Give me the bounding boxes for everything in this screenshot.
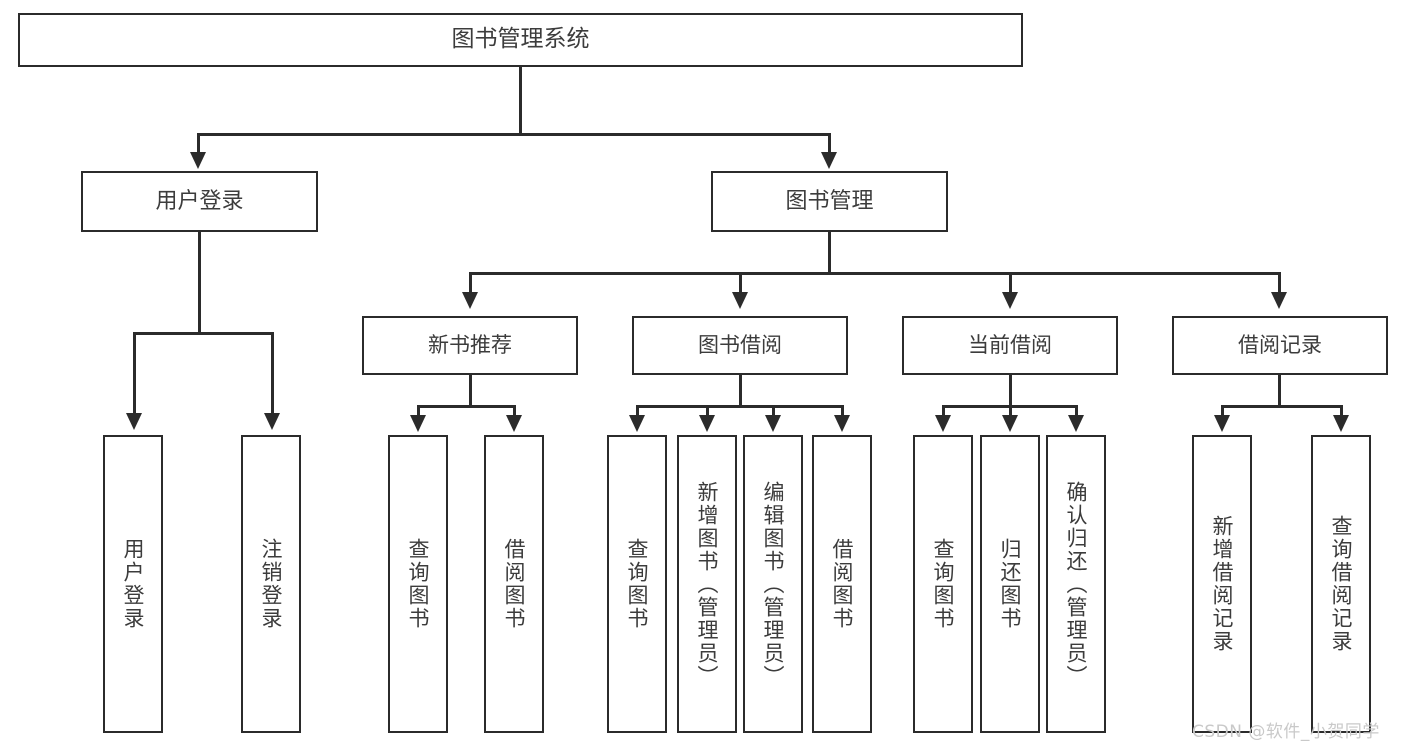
connector-root-stem — [519, 67, 522, 135]
arrow-root-to-user-login — [190, 152, 206, 169]
connector-borrow-record-to-leaf-0 — [1221, 405, 1224, 419]
connector-current-borrow-to-leaf-0 — [942, 405, 945, 419]
node-label: 新书推荐 — [428, 333, 512, 358]
arrow-borrow-record-to-leaf-0 — [1214, 415, 1230, 432]
leaf-label: 归还图书 — [998, 538, 1023, 630]
connector-root-to-user-login — [197, 133, 200, 156]
connector-new-book-bus — [417, 405, 516, 408]
connector-book-borrow-to-leaf-0 — [636, 405, 639, 419]
arrow-bm-to-new-book — [462, 292, 478, 309]
connector-user-login-bus — [133, 332, 274, 335]
node-root-book-management-system[interactable]: 图书管理系统 — [18, 13, 1023, 67]
leaf-user-login-0[interactable]: 用户登录 — [103, 435, 163, 733]
leaf-new-book-recommend-1[interactable]: 借阅图书 — [484, 435, 544, 733]
connector-borrow-record-stem — [1278, 375, 1281, 407]
connector-bm-to-new-book — [469, 272, 472, 296]
leaf-label: 新增借阅记录 — [1210, 515, 1235, 653]
arrow-book-borrow-to-leaf-2 — [765, 415, 781, 432]
arrow-current-borrow-to-leaf-1 — [1002, 415, 1018, 432]
leaf-user-login-1[interactable]: 注销登录 — [241, 435, 301, 733]
leaf-label: 借阅图书 — [502, 538, 527, 630]
connector-borrow-record-bus — [1221, 405, 1343, 408]
leaf-current-borrow-0[interactable]: 查询图书 — [913, 435, 973, 733]
node-book-borrow[interactable]: 图书借阅 — [632, 316, 848, 375]
node-label: 图书管理系统 — [451, 26, 590, 53]
watermark-text: CSDN @软件_小贺同学 — [1192, 722, 1380, 742]
connector-book-management-stem — [828, 232, 831, 274]
node-current-borrow[interactable]: 当前借阅 — [902, 316, 1118, 375]
leaf-label: 查询图书 — [931, 538, 956, 630]
arrow-book-borrow-to-leaf-1 — [699, 415, 715, 432]
connector-root-to-book-management — [828, 133, 831, 156]
leaf-current-borrow-1[interactable]: 归还图书 — [980, 435, 1040, 733]
arrow-user-login-to-leaf-0 — [126, 413, 142, 430]
leaf-label: 确认归还（管理员） — [1064, 480, 1089, 688]
node-book-management[interactable]: 图书管理 — [711, 171, 948, 232]
leaf-book-borrow-0[interactable]: 查询图书 — [607, 435, 667, 733]
connector-current-borrow-to-leaf-1 — [1009, 405, 1012, 419]
connector-bm-to-current-borrow — [1009, 272, 1012, 296]
leaf-label: 注销登录 — [259, 538, 284, 630]
leaf-book-borrow-2[interactable]: 编辑图书（管理员） — [743, 435, 803, 733]
arrow-book-borrow-to-leaf-0 — [629, 415, 645, 432]
leaf-current-borrow-2[interactable]: 确认归还（管理员） — [1046, 435, 1106, 733]
connector-book-management-bus — [469, 272, 1281, 275]
connector-borrow-record-to-leaf-1 — [1340, 405, 1343, 419]
connector-user-login-stem — [198, 232, 201, 334]
connector-new-book-to-leaf-1 — [513, 405, 516, 419]
leaf-label: 编辑图书（管理员） — [761, 480, 786, 688]
node-borrow-record[interactable]: 借阅记录 — [1172, 316, 1388, 375]
connector-book-borrow-to-leaf-2 — [772, 405, 775, 419]
connector-bm-to-book-borrow — [739, 272, 742, 296]
connector-book-borrow-to-leaf-1 — [706, 405, 709, 419]
arrow-bm-to-book-borrow — [732, 292, 748, 309]
leaf-label: 新增图书（管理员） — [695, 480, 720, 688]
node-label: 当前借阅 — [968, 333, 1052, 358]
leaf-book-borrow-3[interactable]: 借阅图书 — [812, 435, 872, 733]
connector-new-book-to-leaf-0 — [417, 405, 420, 419]
connector-root-bus — [197, 133, 831, 136]
connector-user-login-to-leaf-1 — [271, 332, 274, 416]
node-label: 图书管理 — [785, 188, 874, 214]
arrow-book-borrow-to-leaf-3 — [834, 415, 850, 432]
leaf-label: 查询借阅记录 — [1329, 515, 1354, 653]
arrow-current-borrow-to-leaf-2 — [1068, 415, 1084, 432]
connector-book-borrow-to-leaf-3 — [841, 405, 844, 419]
connector-new-book-stem — [469, 375, 472, 407]
leaf-book-borrow-1[interactable]: 新增图书（管理员） — [677, 435, 737, 733]
connector-book-borrow-stem — [739, 375, 742, 407]
connector-current-borrow-stem — [1009, 375, 1012, 407]
node-label: 图书借阅 — [698, 333, 782, 358]
connector-bm-to-borrow-record — [1278, 272, 1281, 296]
connector-current-borrow-to-leaf-2 — [1075, 405, 1078, 419]
node-label: 借阅记录 — [1238, 333, 1322, 358]
leaf-new-book-recommend-0[interactable]: 查询图书 — [388, 435, 448, 733]
leaf-label: 查询图书 — [406, 538, 431, 630]
arrow-new-book-to-leaf-0 — [410, 415, 426, 432]
leaf-label: 借阅图书 — [830, 538, 855, 630]
arrow-bm-to-current-borrow — [1002, 292, 1018, 309]
arrow-user-login-to-leaf-1 — [264, 413, 280, 430]
node-user-login[interactable]: 用户登录 — [81, 171, 318, 232]
leaf-borrow-record-0[interactable]: 新增借阅记录 — [1192, 435, 1252, 733]
connector-book-borrow-bus — [636, 405, 844, 408]
arrow-borrow-record-to-leaf-1 — [1333, 415, 1349, 432]
leaf-label: 用户登录 — [121, 538, 146, 630]
leaf-borrow-record-1[interactable]: 查询借阅记录 — [1311, 435, 1371, 733]
node-new-book-recommend[interactable]: 新书推荐 — [362, 316, 578, 375]
arrow-new-book-to-leaf-1 — [506, 415, 522, 432]
node-label: 用户登录 — [155, 188, 244, 214]
arrow-root-to-book-management — [821, 152, 837, 169]
arrow-current-borrow-to-leaf-0 — [935, 415, 951, 432]
leaf-label: 查询图书 — [625, 538, 650, 630]
connector-user-login-to-leaf-0 — [133, 332, 136, 416]
arrow-bm-to-borrow-record — [1271, 292, 1287, 309]
